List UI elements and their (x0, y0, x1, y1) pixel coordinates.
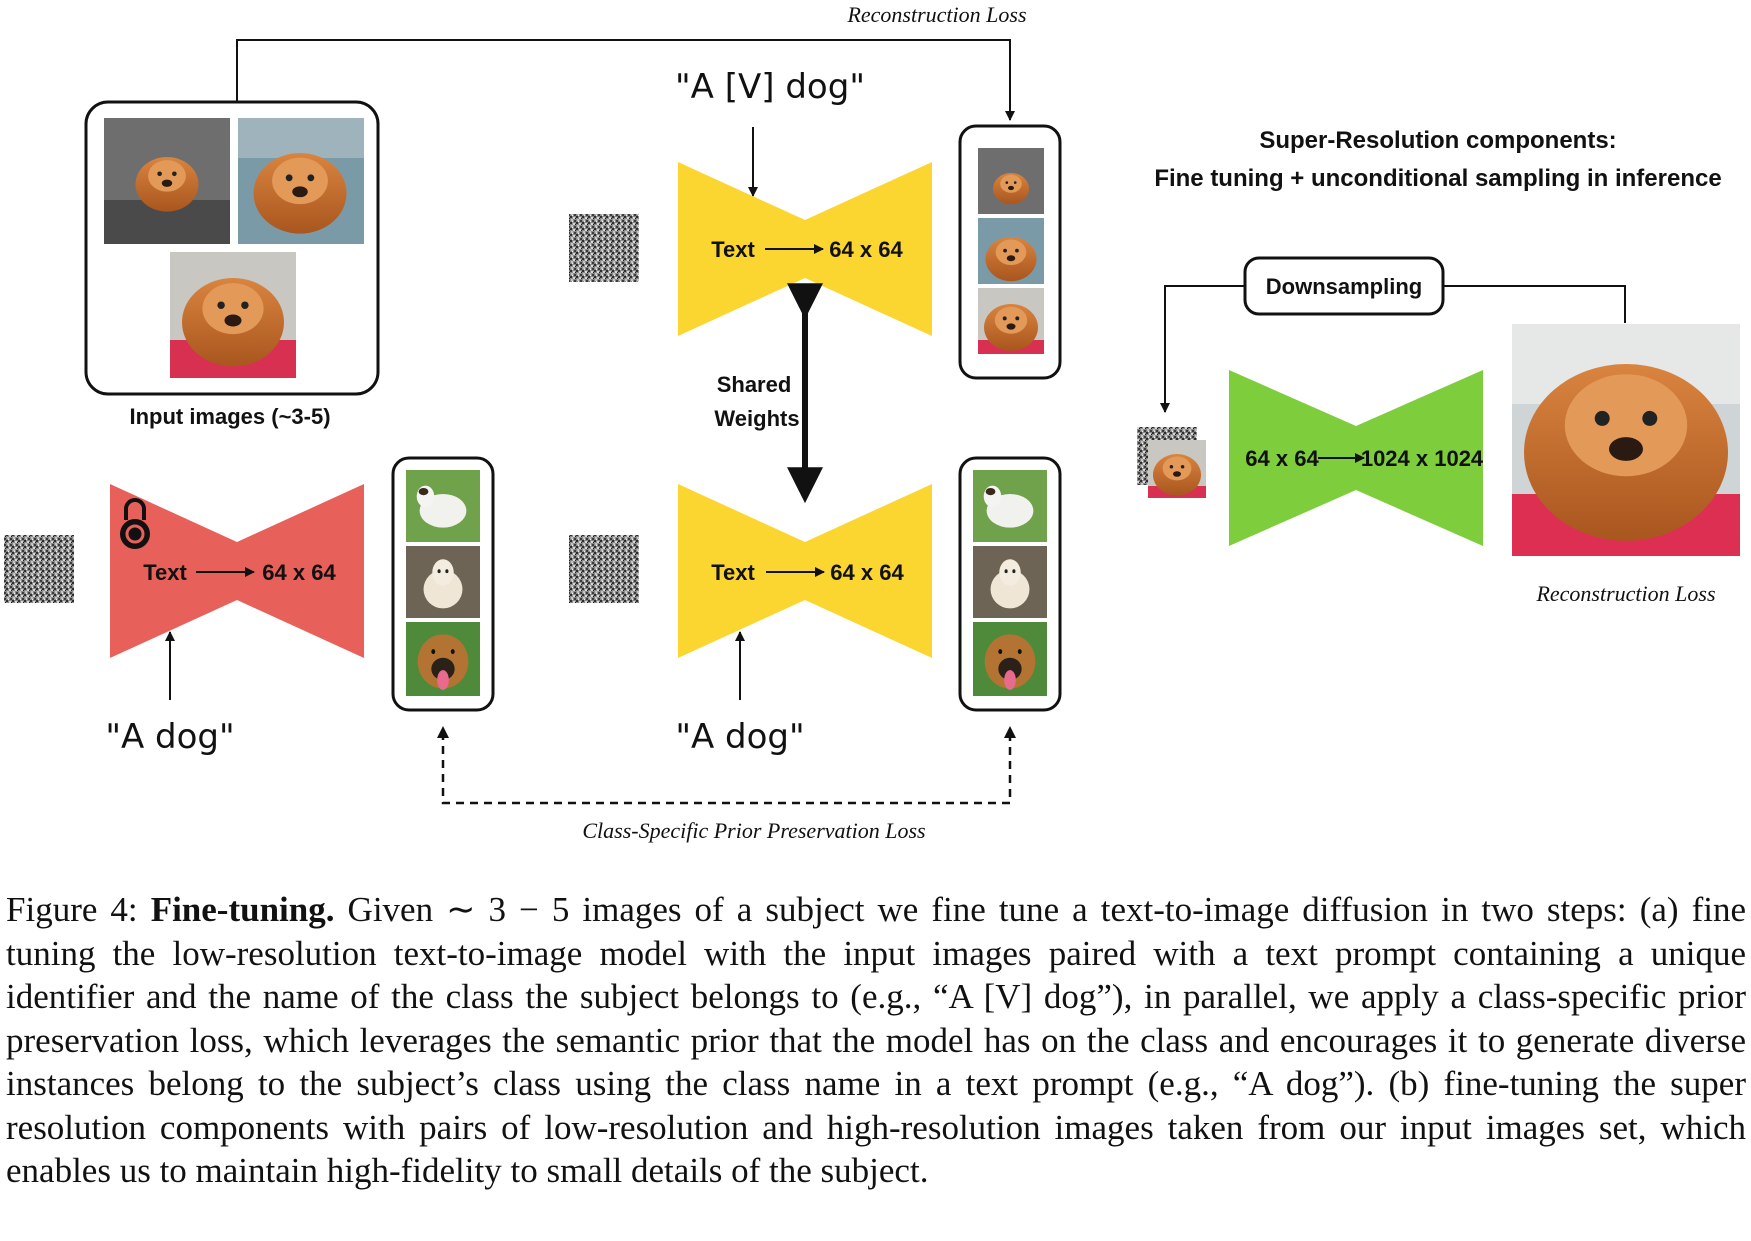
model-left-output-label: 64 x 64 (262, 560, 336, 585)
prompt-dog-left: "A dog" (105, 717, 234, 757)
prior-image-mid-3 (973, 622, 1047, 696)
downsampling-label: Downsampling (1266, 274, 1422, 299)
prior-image-left-2 (406, 546, 480, 618)
noise-image-top (569, 214, 639, 282)
downsampling-arrow (1160, 285, 1245, 413)
lock-icon (120, 498, 150, 549)
model-left-input-label: Text (143, 560, 187, 585)
prior-image-left-3 (406, 622, 480, 696)
input-image-2 (238, 118, 364, 244)
sr-title-line-1: Super-Resolution components: (1259, 127, 1616, 154)
output-image-top-1 (978, 148, 1044, 214)
sr-title-line-2: Fine tuning + unconditional sampling in … (1154, 165, 1721, 192)
prior-image-mid-2 (973, 546, 1047, 618)
prompt-dog-mid: "A dog" (675, 717, 804, 757)
input-images-label: Input images (~3-5) (129, 404, 330, 429)
caption-text: Given ∼ 3 − 5 images of a subject we fin… (6, 890, 1746, 1190)
model-mid-input-label: Text (711, 560, 755, 585)
high-res-image (1512, 324, 1740, 556)
caption-title: Fine-tuning. (150, 890, 335, 929)
reconstruction-loss-label-right: Reconstruction Loss (1535, 581, 1715, 606)
shared-weights-label-2: Weights (714, 406, 799, 431)
noise-image-bottom-left (4, 535, 74, 603)
low-res-noisy-input (1137, 427, 1206, 498)
figure-label: Figure 4: (6, 890, 151, 929)
input-image-3 (170, 252, 296, 378)
model-top-output-label: 64 x 64 (829, 237, 903, 262)
sr-model-input-label: 64 x 64 (1245, 446, 1319, 471)
output-image-top-3 (978, 288, 1044, 354)
reconstruction-loss-label-top: Reconstruction Loss (846, 2, 1026, 27)
model-mid-output-label: 64 x 64 (830, 560, 904, 585)
sr-model-output-label: 1024 x 1024 (1361, 446, 1484, 471)
reconstruction-loss-line-top (236, 39, 1015, 121)
shared-weights-label-1: Shared (717, 372, 792, 397)
prior-preservation-loss-label: Class-Specific Prior Preservation Loss (582, 818, 925, 843)
noise-image-bottom-mid (569, 535, 639, 603)
output-image-top-2 (978, 218, 1044, 284)
prior-image-mid-1 (973, 470, 1047, 542)
prior-preservation-loss-line (441, 732, 1012, 805)
input-image-1 (104, 118, 230, 244)
figure-caption: Figure 4: Fine-tuning. Given ∼ 3 − 5 ima… (6, 888, 1746, 1193)
fine-tuning-diagram: Reconstruction Loss Input images (~3-5) … (4, 2, 1740, 843)
prior-image-left-1 (406, 470, 480, 542)
model-top-input-label: Text (711, 237, 755, 262)
prompt-v-dog: "A [V] dog" (675, 67, 865, 107)
